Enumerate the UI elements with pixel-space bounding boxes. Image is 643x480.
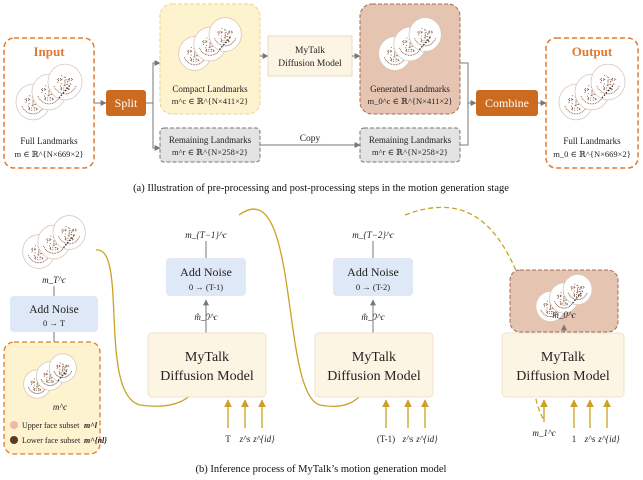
- step1-noise-label: Add Noise: [180, 265, 232, 279]
- legend-lower-sym: m^{nl}: [84, 436, 107, 445]
- legend-upper-sym: m^l: [84, 421, 98, 430]
- input-caption: Full Landmarks: [20, 136, 78, 146]
- mT-face-stack: [22, 215, 86, 269]
- step1-in1: T: [225, 434, 231, 444]
- step2-noise-label: Add Noise: [347, 265, 399, 279]
- step1-top-label: m_{T−1}^c: [185, 230, 227, 240]
- step2-model-line2: Diffusion Model: [327, 369, 421, 384]
- compact-formula: m^c ∈ ℝ^{N×411×2}: [172, 96, 249, 106]
- step3-model-line1: MyTalk: [541, 350, 585, 365]
- input-face-stack: [15, 63, 83, 121]
- copy-label: Copy: [300, 134, 321, 144]
- generated-face-stack: [378, 17, 442, 71]
- step2-noise-range: 0 → (T-2): [356, 282, 390, 292]
- legend-lower-dot: [10, 436, 18, 444]
- top-model-box: [267, 35, 353, 77]
- step2-model-box: [314, 332, 434, 398]
- split-box: [106, 90, 146, 116]
- step2-noise-box: [333, 258, 413, 296]
- compact-face-stack: [178, 17, 242, 71]
- mT-label: m_T^c: [42, 275, 66, 285]
- compact-caption: Compact Landmarks: [172, 84, 248, 94]
- remaining-caption: Remaining Landmarks: [169, 135, 252, 145]
- step3-model-line2: Diffusion Model: [516, 369, 610, 384]
- generated-formula: m_0^c ∈ ℝ^{N×411×2}: [367, 96, 452, 106]
- remaining-out-formula: m^r ∈ ℝ^{N×258×2}: [372, 147, 448, 157]
- step2-in3: z^{id}: [415, 434, 438, 444]
- step1-model-line1: MyTalk: [185, 350, 229, 365]
- remaining-out-caption: Remaining Landmarks: [369, 135, 452, 145]
- top-model-line1: MyTalk: [295, 46, 325, 56]
- step1-noise-box: [166, 258, 246, 296]
- input-title: Input: [33, 44, 65, 59]
- split-label: Split: [115, 96, 138, 110]
- step2-model-line1: MyTalk: [352, 350, 396, 365]
- add-noise-left-range: 0 → T: [43, 318, 66, 328]
- step1-in3: z^{id}: [252, 434, 275, 444]
- generated-caption: Generated Landmarks: [370, 84, 450, 94]
- combine-label: Combine: [485, 96, 529, 110]
- mc-label: m^c: [53, 402, 67, 412]
- combine-box: [476, 90, 538, 116]
- step2-top-label: m_{T−2}^c: [352, 230, 394, 240]
- output-face-stack: [558, 63, 626, 121]
- legend-lower-label: Lower face subset: [22, 436, 81, 445]
- step3-pred-label: m̂_0^c: [552, 310, 575, 320]
- step2-in2: z^s: [402, 434, 414, 444]
- top-model-line2: Diffusion Model: [278, 58, 342, 69]
- step1-model-line2: Diffusion Model: [160, 369, 254, 384]
- step3-in0: m_1^c: [532, 428, 555, 438]
- legend-upper-label: Upper face subset: [22, 421, 80, 430]
- legend-upper-dot: [10, 421, 18, 429]
- step3-in3: z^{id}: [597, 434, 620, 444]
- step1-in2: z^s: [239, 434, 251, 444]
- step1-noise-range: 0 → (T-1): [189, 282, 223, 292]
- caption-a: (a) Illustration of pre-processing and p…: [133, 183, 509, 194]
- step3-in2: z^s: [584, 434, 596, 444]
- mc-face-stack: [23, 353, 77, 399]
- step2-in1: (T-1): [377, 434, 395, 444]
- step3-model-box: [501, 332, 625, 398]
- final-face-stack: [535, 273, 593, 323]
- output-title: Output: [572, 44, 613, 59]
- output-formula: m_0 ∈ ℝ^{N×669×2}: [553, 149, 631, 159]
- step3-in1: 1: [572, 434, 577, 444]
- input-formula: m ∈ ℝ^{N×669×2}: [14, 149, 83, 159]
- add-noise-left-label: Add Noise: [29, 304, 79, 316]
- output-caption: Full Landmarks: [563, 136, 621, 146]
- add-noise-left-box: [10, 296, 98, 332]
- step1-model-box: [147, 332, 267, 398]
- caption-b: (b) Inference process of MyTalk’s motion…: [196, 464, 447, 475]
- remaining-formula: m^r ∈ ℝ^{N×258×2}: [172, 147, 248, 157]
